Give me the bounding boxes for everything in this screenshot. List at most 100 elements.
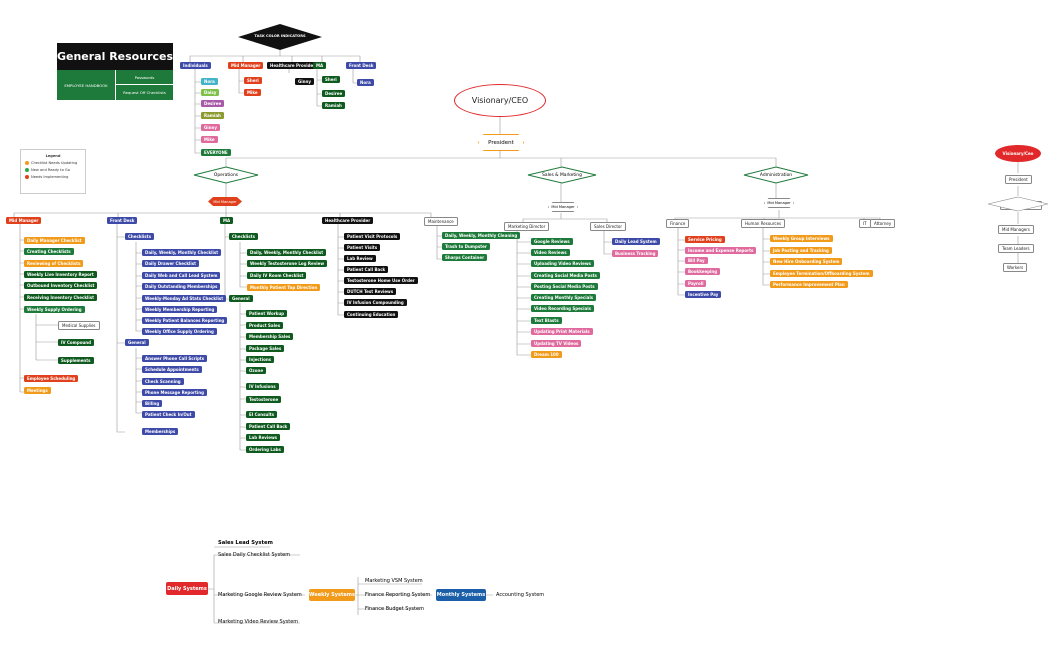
request-off-checklists[interactable]: Request Off Checklists (116, 85, 173, 100)
marketing-video-review-system[interactable]: Marketing Video Review System (218, 619, 299, 625)
fd-general-item[interactable]: Check Scanning (142, 378, 184, 385)
hp-item[interactable]: Patient Visits (344, 244, 381, 251)
fd-general-item[interactable]: Phone Message Reporting (142, 389, 207, 396)
ma-general-item[interactable]: Ordering Labs (246, 446, 284, 453)
marketing-item[interactable]: Posting Social Media Posts (531, 283, 598, 290)
maintenance-item[interactable]: Daily, Weekly, Monthly Cleaning (442, 232, 521, 239)
tci-mid[interactable]: Sheri (244, 77, 262, 84)
sales-director[interactable]: Sales Director (590, 222, 626, 231)
it-node[interactable]: IT (859, 219, 871, 228)
ma-general-item[interactable]: Patient Call Back (246, 423, 291, 430)
ma-general-item[interactable]: EI Consults (246, 411, 278, 418)
mid-manager-item[interactable]: Daily Manager Checklist (24, 237, 85, 244)
hp-item[interactable]: Lab Review (344, 255, 376, 262)
fd-checklist-item[interactable]: Weekly Office Supply Ordering (142, 328, 217, 335)
marketing-item[interactable]: Updating Print Materials (531, 328, 593, 335)
tci-individual[interactable]: Mike (201, 136, 218, 143)
ma-general[interactable]: General (229, 295, 253, 302)
fd-checklist-item[interactable]: Weekly Membership Reporting (142, 306, 218, 313)
mid-manager-item[interactable]: Receiving Inventory Checklist (24, 294, 98, 301)
tci-ma[interactable]: MA (313, 62, 327, 69)
ma-general-item[interactable]: Ozone (246, 367, 267, 374)
ops-mid-manager-head[interactable]: Mid Manager (6, 217, 42, 224)
ma-general-item[interactable]: Testosterone (246, 396, 282, 403)
fd-checklist-item[interactable]: Weekly Patient Balances Reporting (142, 317, 228, 324)
fd-checklist-item[interactable]: Weekly-Monday Ad Stats Checklist (142, 295, 227, 302)
supply-item[interactable]: IV Compound (58, 339, 94, 346)
tci-individuals[interactable]: Individuals (180, 62, 211, 69)
finance-item[interactable]: Income and Expense Reports (685, 247, 757, 254)
fd-general-item[interactable]: Answer Phone Call Scripts (142, 355, 208, 362)
hr-node[interactable]: Human Resources (741, 219, 786, 228)
tci-ma-item[interactable]: Ramiah (322, 102, 345, 109)
accounting-system[interactable]: Accounting System (496, 592, 545, 598)
ops-maintenance-head[interactable]: Maintenance (424, 217, 458, 226)
tci-individual[interactable]: Daisy (201, 89, 220, 96)
mid-manager-item[interactable]: Weekly Live Inventory Report (24, 271, 97, 278)
hp-item[interactable]: IV Infusion Compounding (344, 299, 407, 306)
tci-individual[interactable]: Nora (201, 78, 218, 85)
ops-front-desk-head[interactable]: Front Desk (107, 217, 138, 224)
finance-item[interactable]: Incentive Pay (685, 291, 722, 298)
mid-manager-item[interactable]: Creating Checklists (24, 248, 74, 255)
ma-general-item[interactable]: Patient Workup (246, 310, 288, 317)
hp-item[interactable]: Continuing Education (344, 311, 399, 318)
hr-item[interactable]: Employee Termination/Offboarding System (770, 270, 873, 277)
marketing-vsm-system[interactable]: Marketing VSM System (365, 578, 423, 584)
marketing-item[interactable]: Video Recording Specials (531, 305, 594, 312)
marketing-item[interactable]: Google Reviews (531, 238, 573, 245)
ma-general-item[interactable]: Package Sales (246, 345, 285, 352)
right-team-leaders[interactable]: Team Leaders (998, 244, 1034, 253)
hr-item[interactable]: Job Posting and Tracking (770, 247, 832, 254)
finance-reporting-system[interactable]: Finance Reporting System (365, 592, 431, 598)
maintenance-item[interactable]: Trash to Dumpster (442, 243, 490, 250)
tci-mid-manager[interactable]: Mid Manager (228, 62, 264, 69)
fd-general-item[interactable]: Billing (142, 400, 163, 407)
weekly-systems[interactable]: Weekly Systems (309, 589, 355, 601)
ma-checklists[interactable]: Checklists (229, 233, 258, 240)
supply-item[interactable]: Supplements (58, 357, 94, 364)
tci-individual[interactable]: Ramiah (201, 112, 224, 119)
marketing-item[interactable]: Updating TV Videos (531, 340, 582, 347)
passwords[interactable]: Passwords (116, 70, 173, 84)
employee-handbook[interactable]: EMPLOYEE HANDBOOK (57, 70, 115, 100)
hr-item[interactable]: Weekly Group Interviews (770, 235, 833, 242)
hp-item[interactable]: Patient Visit Protocols (344, 233, 401, 240)
maintenance-item[interactable]: Sharps Container (442, 254, 488, 261)
fd-checklists[interactable]: Checklists (125, 233, 154, 240)
fd-checklist-item[interactable]: Daily Web and Call Lead System (142, 272, 221, 279)
marketing-director[interactable]: Marketing Director (504, 222, 550, 231)
tci-ma-item[interactable]: Sheri (322, 76, 340, 83)
mid-manager-item[interactable]: Weekly Supply Ordering (24, 306, 85, 313)
hp-item[interactable]: Patient Call Back (344, 266, 389, 273)
fd-memberships[interactable]: Memberships (142, 428, 179, 435)
finance-item[interactable]: Bookkeeping (685, 268, 721, 275)
ops-ma-head[interactable]: MA (220, 217, 234, 224)
sales-item[interactable]: Daily Lead System (612, 238, 660, 245)
finance-budget-system[interactable]: Finance Budget System (365, 606, 424, 612)
tci-healthcare-provider[interactable]: Healthcare Provider (267, 62, 319, 69)
ma-checklist-item[interactable]: Monthly Patient Top Direction (247, 284, 321, 291)
finance-item[interactable]: Service Pricing (685, 236, 725, 243)
president-node[interactable]: President (478, 134, 524, 151)
fd-checklist-item[interactable]: Daily, Weekly, Monthly Checklist (142, 249, 222, 256)
ma-general-item[interactable]: Injections (246, 356, 275, 363)
administration-node[interactable]: Administration (759, 173, 793, 178)
tci-diamond[interactable] (238, 24, 322, 50)
ma-general-item[interactable]: Lab Reviews (246, 434, 281, 441)
fd-checklist-item[interactable]: Daily Drawer Checklist (142, 260, 200, 267)
tci-ma-item[interactable]: Desiree (322, 90, 346, 97)
tci-front-desk[interactable]: Front Desk (346, 62, 377, 69)
hr-item[interactable]: Performance Improvement Plan (770, 281, 848, 288)
ma-general-item[interactable]: Membership Sales (246, 333, 294, 340)
hp-item[interactable]: Testosterone Home Use Order (344, 277, 418, 284)
finance-item[interactable]: Payroll (685, 280, 707, 287)
sm-mid-manager[interactable]: Mid Manager (548, 202, 578, 212)
mid-manager-item[interactable]: Reviewing of Checklists (24, 260, 84, 267)
adm-mid-manager[interactable]: Mid Manager (764, 198, 794, 208)
mid-bottom-item[interactable]: Meetings (24, 387, 51, 394)
sales-item[interactable]: Business Tracking (612, 250, 659, 257)
mid-manager-item[interactable]: Outbound Inventory Checklist (24, 282, 98, 289)
finance-item[interactable]: Bill Pay (685, 257, 708, 264)
hr-item[interactable]: New Hire Onboarding System (770, 258, 843, 265)
